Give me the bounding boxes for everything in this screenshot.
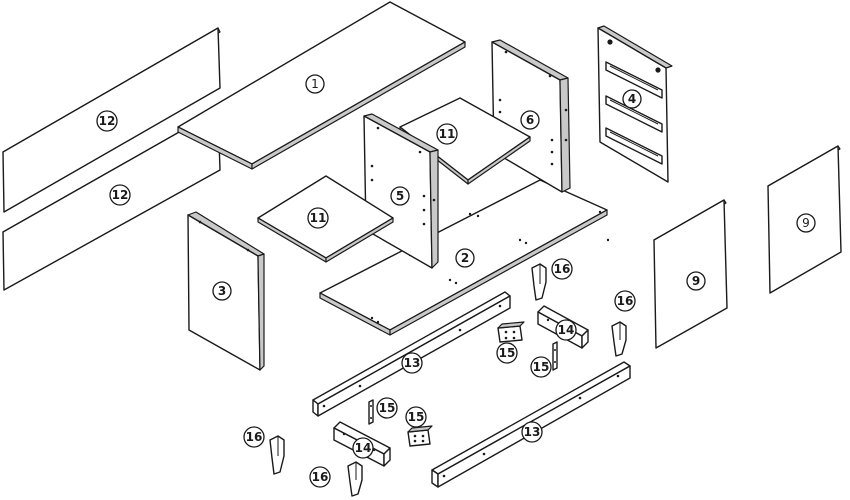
label-part-5: 5 [390,186,410,206]
svg-text:13: 13 [404,356,421,370]
label-part-11a: 11 [436,123,458,145]
label-part-2: 2 [455,248,475,268]
svg-text:6: 6 [526,113,534,127]
label-part-9b: 9 [796,213,816,233]
label-part-6: 6 [520,110,540,130]
svg-text:15: 15 [533,360,550,374]
label-part-1: 1 [305,74,325,94]
svg-text:12: 12 [99,114,116,128]
label-part-14a: 14 [555,319,577,341]
svg-text:15: 15 [379,401,396,415]
svg-text:15: 15 [408,410,425,424]
svg-text:14: 14 [558,323,575,337]
label-part-15a: 15 [496,342,518,364]
label-part-16b: 16 [614,290,636,312]
label-part-11b: 11 [307,207,329,229]
label-part-9a: 9 [686,271,706,291]
label-part-12b: 12 [109,184,131,206]
bracket-15-a [497,321,525,343]
leg-16-c [269,435,285,475]
svg-text:11: 11 [439,127,456,141]
svg-text:1: 1 [311,77,319,91]
label-part-4: 4 [622,89,642,109]
label-part-15d: 15 [405,406,427,428]
bracket-15-d [407,425,433,447]
svg-text:12: 12 [112,188,129,202]
svg-text:16: 16 [246,430,263,444]
svg-text:4: 4 [628,92,636,106]
label-part-3: 3 [212,281,232,301]
svg-text:11: 11 [310,211,327,225]
svg-text:5: 5 [396,189,404,203]
leg-16-b [611,321,627,357]
svg-text:9: 9 [802,216,810,230]
label-part-16d: 16 [309,466,331,488]
bracket-15-c [368,399,374,425]
svg-text:2: 2 [461,251,469,265]
label-part-15b: 15 [530,356,552,378]
svg-text:14: 14 [355,441,372,455]
svg-text:16: 16 [554,262,571,276]
label-part-12a: 12 [96,110,118,132]
label-part-15c: 15 [376,397,398,419]
svg-text:16: 16 [312,470,329,484]
label-part-13b: 13 [521,421,543,443]
label-part-16a: 16 [551,258,573,280]
label-part-14b: 14 [352,437,374,459]
svg-text:15: 15 [499,346,516,360]
panel-4-with-runners [597,25,673,183]
svg-text:13: 13 [524,425,541,439]
label-part-13a: 13 [401,352,423,374]
leg-16-d [347,461,363,497]
bracket-15-b [552,341,558,371]
svg-text:3: 3 [218,284,226,298]
svg-text:9: 9 [692,274,700,288]
svg-text:16: 16 [617,294,634,308]
leg-16-a [531,263,547,301]
label-part-16c: 16 [243,426,265,448]
